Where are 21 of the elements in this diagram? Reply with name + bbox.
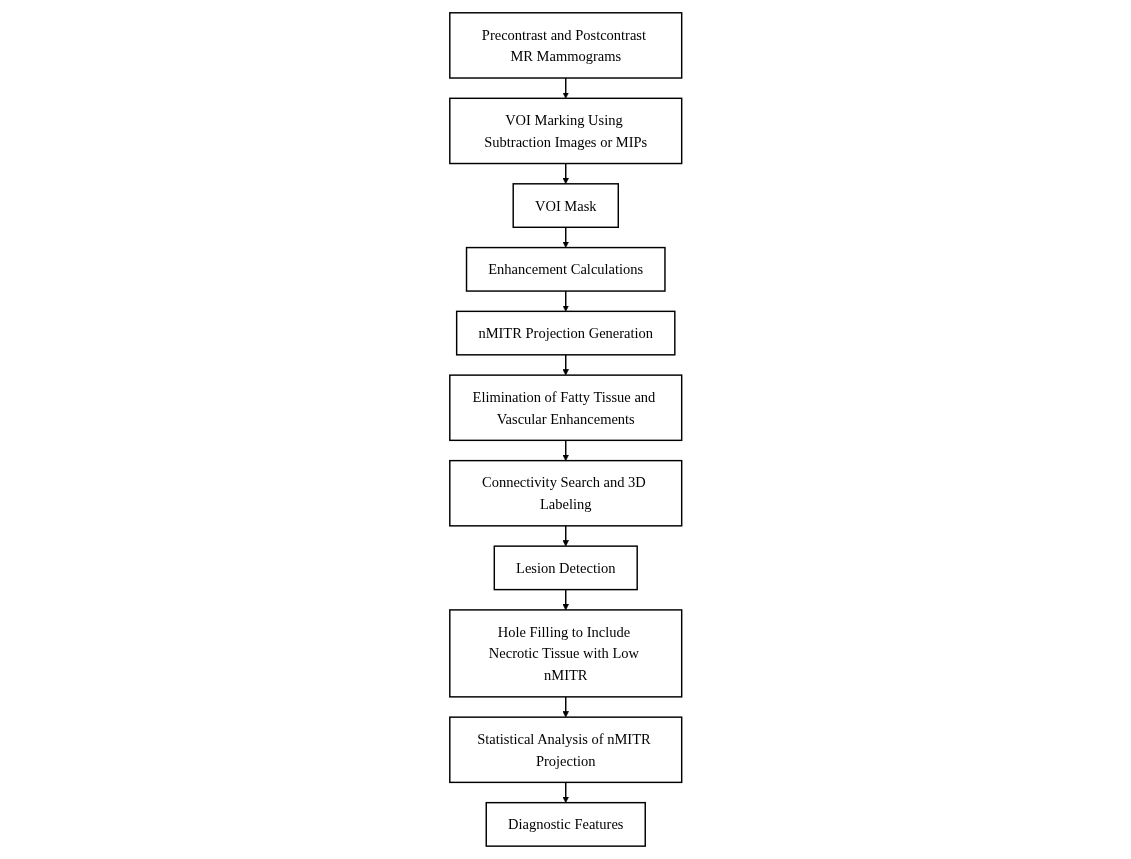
arrow <box>562 290 569 312</box>
node-box: Precontrast and Postcontrast MR Mammograms <box>448 12 683 79</box>
node-box: Diagnostic Features <box>485 801 646 847</box>
arrow <box>562 781 569 803</box>
arrow <box>562 162 569 185</box>
node-box: Lesion Detection <box>493 545 638 591</box>
node-box: Enhancement Calculations <box>465 246 666 292</box>
node-box: Connectivity Search and 3D Labeling <box>448 459 683 527</box>
arrow <box>562 439 569 461</box>
arrow <box>562 696 569 718</box>
node-box: Hole Filling to Include Necrotic Tissue with Low nMITR <box>448 609 683 698</box>
arrow <box>562 588 569 611</box>
node-box: Statistical Analysis of nMITR Projection <box>448 716 683 784</box>
node-box: nMITR Projection Generation <box>455 310 676 356</box>
node-box: VOI Marking Using Subtraction Images or MIPs <box>448 97 683 165</box>
node-box: Elimination of Fatty Tissue and Vascular Enhancements <box>448 374 683 442</box>
node-box: VOI Mask <box>512 183 619 229</box>
arrow <box>562 354 569 376</box>
arrow <box>562 77 569 99</box>
arrow <box>562 226 569 248</box>
arrow <box>562 525 569 547</box>
